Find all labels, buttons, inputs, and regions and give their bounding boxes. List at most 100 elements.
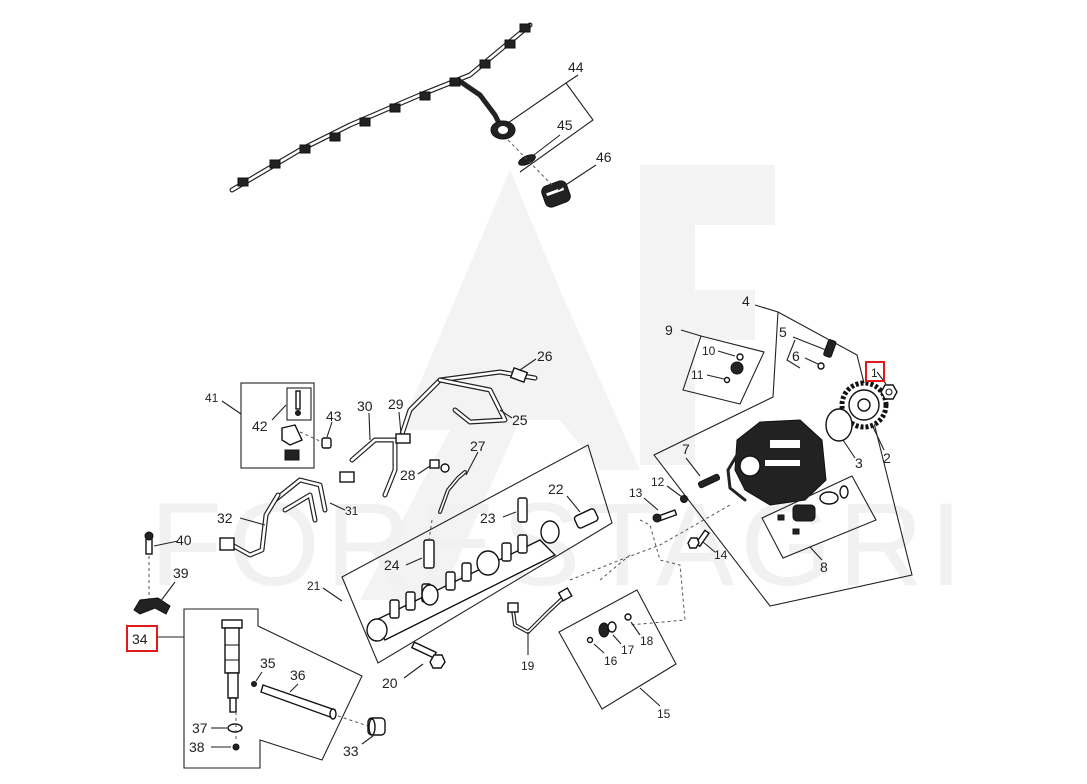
- o-ring-3[interactable]: [825, 408, 853, 442]
- callout-35[interactable]: 35: [260, 655, 276, 671]
- callout-26[interactable]: 26: [537, 348, 553, 364]
- valve-10[interactable]: [730, 353, 744, 375]
- group-box-4: [653, 311, 913, 607]
- flow-limiter-24[interactable]: [423, 539, 435, 569]
- callout-17[interactable]: 17: [621, 643, 635, 657]
- callout-31[interactable]: 31: [345, 504, 359, 518]
- fuel-injector[interactable]: [221, 619, 243, 713]
- gear-2[interactable]: [839, 380, 889, 430]
- callout-39[interactable]: 39: [173, 565, 189, 581]
- watermark-f-bar-top: [640, 165, 775, 225]
- injection-line-32[interactable]: [219, 492, 281, 558]
- bolt-13[interactable]: [652, 509, 678, 523]
- o-ring-18[interactable]: [624, 613, 632, 621]
- callout-12[interactable]: 12: [651, 475, 665, 489]
- bolt-40[interactable]: [144, 531, 154, 555]
- callout-3[interactable]: 3: [855, 455, 863, 471]
- callout-36[interactable]: 36: [290, 667, 306, 683]
- callout-24[interactable]: 24: [384, 557, 400, 573]
- callout-29[interactable]: 29: [388, 396, 404, 412]
- callout-43[interactable]: 43: [326, 408, 342, 424]
- o-ring-16[interactable]: [586, 636, 594, 644]
- metering-valve-8[interactable]: [777, 485, 849, 535]
- fuel-inlet-36[interactable]: [260, 684, 337, 720]
- bolt-20[interactable]: [410, 641, 446, 669]
- group-box-42: [286, 387, 312, 421]
- highlight-box-1: [865, 361, 885, 382]
- callout-32[interactable]: 32: [217, 510, 233, 526]
- bolt-42[interactable]: [295, 390, 301, 416]
- watermark-logo: FORESTAGRI: [150, 165, 968, 611]
- callout-8[interactable]: 8: [820, 559, 828, 575]
- bolt-14[interactable]: [687, 529, 711, 549]
- callout-1[interactable]: 1: [871, 366, 878, 380]
- callout-13[interactable]: 13: [629, 486, 643, 500]
- callout-38[interactable]: 38: [189, 739, 205, 755]
- assembly-dash-line: [629, 519, 686, 626]
- callout-44[interactable]: 44: [568, 59, 584, 75]
- callout-9[interactable]: 9: [665, 322, 673, 338]
- connector-26[interactable]: [509, 367, 529, 383]
- callout-22[interactable]: 22: [548, 481, 564, 497]
- connector-29[interactable]: [395, 433, 411, 444]
- o-ring-11[interactable]: [723, 376, 731, 384]
- injection-line-27[interactable]: [438, 463, 467, 514]
- callout-46[interactable]: 46: [596, 149, 612, 165]
- callout-42[interactable]: 42: [252, 418, 268, 434]
- callout-40[interactable]: 40: [176, 532, 192, 548]
- assembly-dash-line: [507, 139, 553, 186]
- seal-35[interactable]: [251, 681, 257, 687]
- callout-16[interactable]: 16: [604, 654, 618, 668]
- bracket-44: [504, 82, 594, 173]
- callout-4[interactable]: 4: [742, 293, 750, 309]
- callout-7[interactable]: 7: [682, 441, 690, 457]
- callout-45[interactable]: 45: [557, 117, 573, 133]
- sleeve-33[interactable]: [367, 717, 386, 736]
- watermark-text: FORESTAGRI: [150, 479, 968, 611]
- callout-10[interactable]: 10: [702, 344, 716, 358]
- callout-41[interactable]: 41: [205, 391, 219, 405]
- o-ring-6[interactable]: [817, 362, 825, 370]
- callout-37[interactable]: 37: [192, 720, 208, 736]
- clamp-39[interactable]: [133, 597, 171, 615]
- washer-12[interactable]: [680, 495, 688, 503]
- callout-20[interactable]: 20: [382, 675, 398, 691]
- callout-30[interactable]: 30: [357, 398, 373, 414]
- fitting-17[interactable]: [598, 621, 617, 638]
- fitting-28[interactable]: [429, 459, 440, 469]
- assembly-dash-line: [599, 554, 631, 581]
- callout-11[interactable]: 11: [691, 368, 704, 382]
- nut-1[interactable]: [880, 384, 898, 400]
- washer-37[interactable]: [227, 723, 243, 733]
- flow-limiter-23[interactable]: [517, 497, 528, 523]
- stud-7[interactable]: [697, 473, 721, 489]
- callout-34[interactable]: 34: [132, 631, 148, 647]
- clamp-bracket[interactable]: [281, 424, 303, 461]
- wiring-harness-44[interactable]: [229, 22, 533, 193]
- callout-15[interactable]: 15: [657, 707, 671, 721]
- group-box-5: [786, 339, 801, 369]
- callout-28[interactable]: 28: [400, 467, 416, 483]
- callout-25[interactable]: 25: [512, 412, 528, 428]
- injection-line-30[interactable]: [339, 437, 398, 498]
- injection-line-31[interactable]: [272, 477, 328, 523]
- high-pressure-pump[interactable]: [726, 419, 827, 506]
- pressure-sensor-22[interactable]: [573, 508, 599, 529]
- common-rail[interactable]: [366, 520, 560, 642]
- nut-43[interactable]: [321, 437, 332, 449]
- sensor-5[interactable]: [823, 339, 837, 358]
- seal-38[interactable]: [232, 743, 240, 751]
- callout-18[interactable]: 18: [640, 634, 654, 648]
- callout-33[interactable]: 33: [343, 743, 359, 759]
- callout-19[interactable]: 19: [521, 659, 535, 673]
- callout-23[interactable]: 23: [480, 510, 496, 526]
- group-box-41: [240, 382, 315, 469]
- group-box-21: [341, 444, 613, 664]
- callout-21[interactable]: 21: [307, 579, 321, 593]
- callout-27[interactable]: 27: [470, 438, 486, 454]
- callout-5[interactable]: 5: [779, 324, 787, 340]
- callout-2[interactable]: 2: [883, 450, 891, 466]
- callout-6[interactable]: 6: [792, 348, 800, 364]
- callout-14[interactable]: 14: [714, 548, 728, 562]
